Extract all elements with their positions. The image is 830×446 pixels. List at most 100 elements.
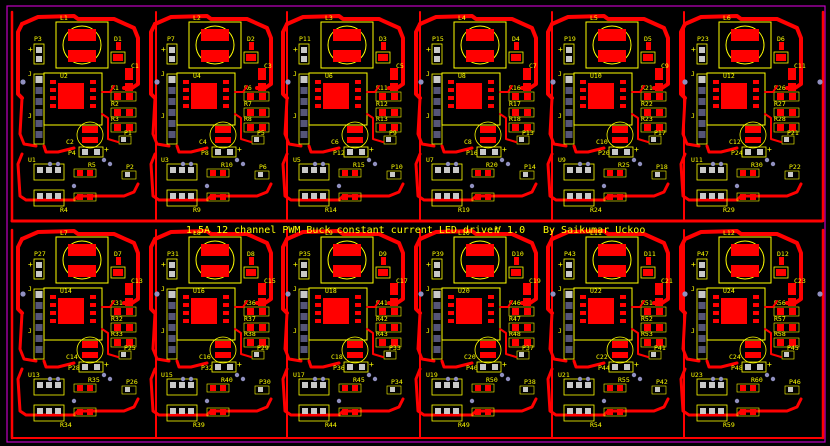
- output-header-outline: [476, 146, 502, 158]
- resistor-pad: [379, 109, 386, 116]
- controller-ic-label: U2: [60, 72, 68, 80]
- diode-pad: [246, 269, 256, 276]
- pin-header-pad: [433, 324, 441, 331]
- power-ring-trace: [16, 22, 24, 100]
- ic-pin-pad: [580, 303, 586, 307]
- resistor-outline: [736, 407, 760, 417]
- signal-trace: [234, 113, 252, 143]
- resistor-outline: [73, 407, 97, 417]
- diode-label: D5: [644, 35, 652, 43]
- pin-header-outline: [696, 288, 708, 360]
- pin-header-pad: [168, 313, 176, 320]
- pin-header-pad: [698, 335, 706, 342]
- input-header-pad: [566, 262, 572, 268]
- inductor-outline: [718, 236, 772, 284]
- signal-trace: [101, 328, 119, 358]
- pin-header-outline: [431, 288, 443, 360]
- resistor-outline: [243, 337, 270, 348]
- diode-pad: [511, 269, 521, 276]
- inductor-label: L8: [193, 229, 201, 237]
- via: [107, 161, 113, 167]
- resistor-pad: [379, 339, 386, 346]
- bottom-connector-pad: [585, 408, 591, 414]
- diode-label: D8: [247, 250, 255, 258]
- resistor-outline: [338, 168, 362, 178]
- inductor-ring: [195, 25, 235, 65]
- input-capacitor-pad: [258, 298, 266, 306]
- pin-header-pad: [698, 302, 706, 309]
- resistor-label: R31: [111, 299, 123, 307]
- resistor-pad: [750, 194, 756, 200]
- driver-channel: L12D12P47+C23U24JJC24+P48R56R57R58P45U23…: [679, 229, 806, 429]
- controller-ic-pad: [588, 83, 614, 109]
- test-header-pad: [254, 352, 259, 357]
- bottom-connector-pad: [576, 408, 582, 414]
- pwm-header-pad: [258, 172, 263, 177]
- input-header-outline: [166, 258, 178, 280]
- output-header-label: P28: [68, 364, 80, 372]
- pwm-header-outline: [121, 385, 137, 395]
- input-capacitor-label: C9: [661, 62, 669, 70]
- output-capacitor-pad: [745, 341, 761, 348]
- resistor-outline: [773, 337, 800, 348]
- pin-header-pad: [300, 335, 308, 342]
- output-capacitor-pad: [480, 352, 496, 358]
- pin-header-outline: [563, 288, 575, 360]
- output-capacitor-pad: [82, 126, 98, 133]
- resistor-pad: [87, 385, 93, 391]
- resistor-pad: [247, 93, 254, 100]
- resistor-outline: [206, 192, 230, 202]
- ground-trace: [572, 359, 606, 369]
- test-header-outline: [781, 135, 795, 145]
- input-header-outline: [33, 258, 45, 280]
- inductor-ring: [725, 240, 765, 280]
- pwm-header-pad: [788, 387, 793, 392]
- ic-pin-pad: [620, 303, 626, 307]
- test-header-pad: [519, 352, 524, 357]
- pin-header-pad: [433, 109, 441, 116]
- test-header-pad: [386, 137, 391, 142]
- via: [336, 398, 342, 404]
- resistor-pad: [524, 124, 531, 131]
- output-capacitor-outline: [474, 121, 502, 149]
- edge-via: [550, 79, 556, 85]
- resistor-pad: [391, 93, 398, 100]
- inductor-label: L7: [60, 229, 68, 237]
- resistor-outline: [110, 337, 137, 348]
- power-ring-trace: [281, 22, 289, 100]
- inductor-pad: [466, 29, 494, 41]
- diode-outline: [110, 51, 126, 64]
- resistor-pad: [259, 109, 266, 116]
- input-capacitor-label: C13: [131, 277, 143, 285]
- resistor-pad: [485, 194, 491, 200]
- dimming-ic-pad: [567, 382, 573, 388]
- pwm-header-outline: [254, 170, 270, 180]
- via: [101, 372, 107, 378]
- output-capacitor-pad: [215, 137, 231, 143]
- output-capacitor-pad: [480, 126, 496, 133]
- resistor-label: R1: [111, 84, 119, 92]
- test-header-label: P9: [389, 129, 397, 137]
- pin-header-pad: [698, 109, 706, 116]
- controller-ic-label: U4: [193, 72, 201, 80]
- pin-header-pad: [300, 302, 308, 309]
- signal-trace: [764, 328, 782, 358]
- signal-trace: [234, 328, 252, 358]
- resistor-outline: [471, 383, 495, 393]
- bottom-connector-outline: [298, 189, 330, 207]
- output-capacitor-outline: [209, 336, 237, 364]
- plus-marker: +: [369, 360, 374, 369]
- bottom-connector-pad: [170, 193, 176, 199]
- dimming-ic-pad: [576, 382, 582, 388]
- ic-pin-pad: [183, 80, 189, 84]
- resistor-outline: [243, 91, 270, 102]
- input-header-label: P3: [34, 35, 42, 43]
- resistor-outline: [736, 168, 760, 178]
- input-header-outline: [431, 258, 443, 280]
- dimming-ic-pad: [444, 382, 450, 388]
- resistor-pad: [485, 409, 491, 415]
- inductor-outline: [188, 21, 242, 69]
- bottom-connector-pad: [37, 408, 43, 414]
- edge-via: [154, 79, 160, 85]
- resistor-outline: [508, 91, 535, 102]
